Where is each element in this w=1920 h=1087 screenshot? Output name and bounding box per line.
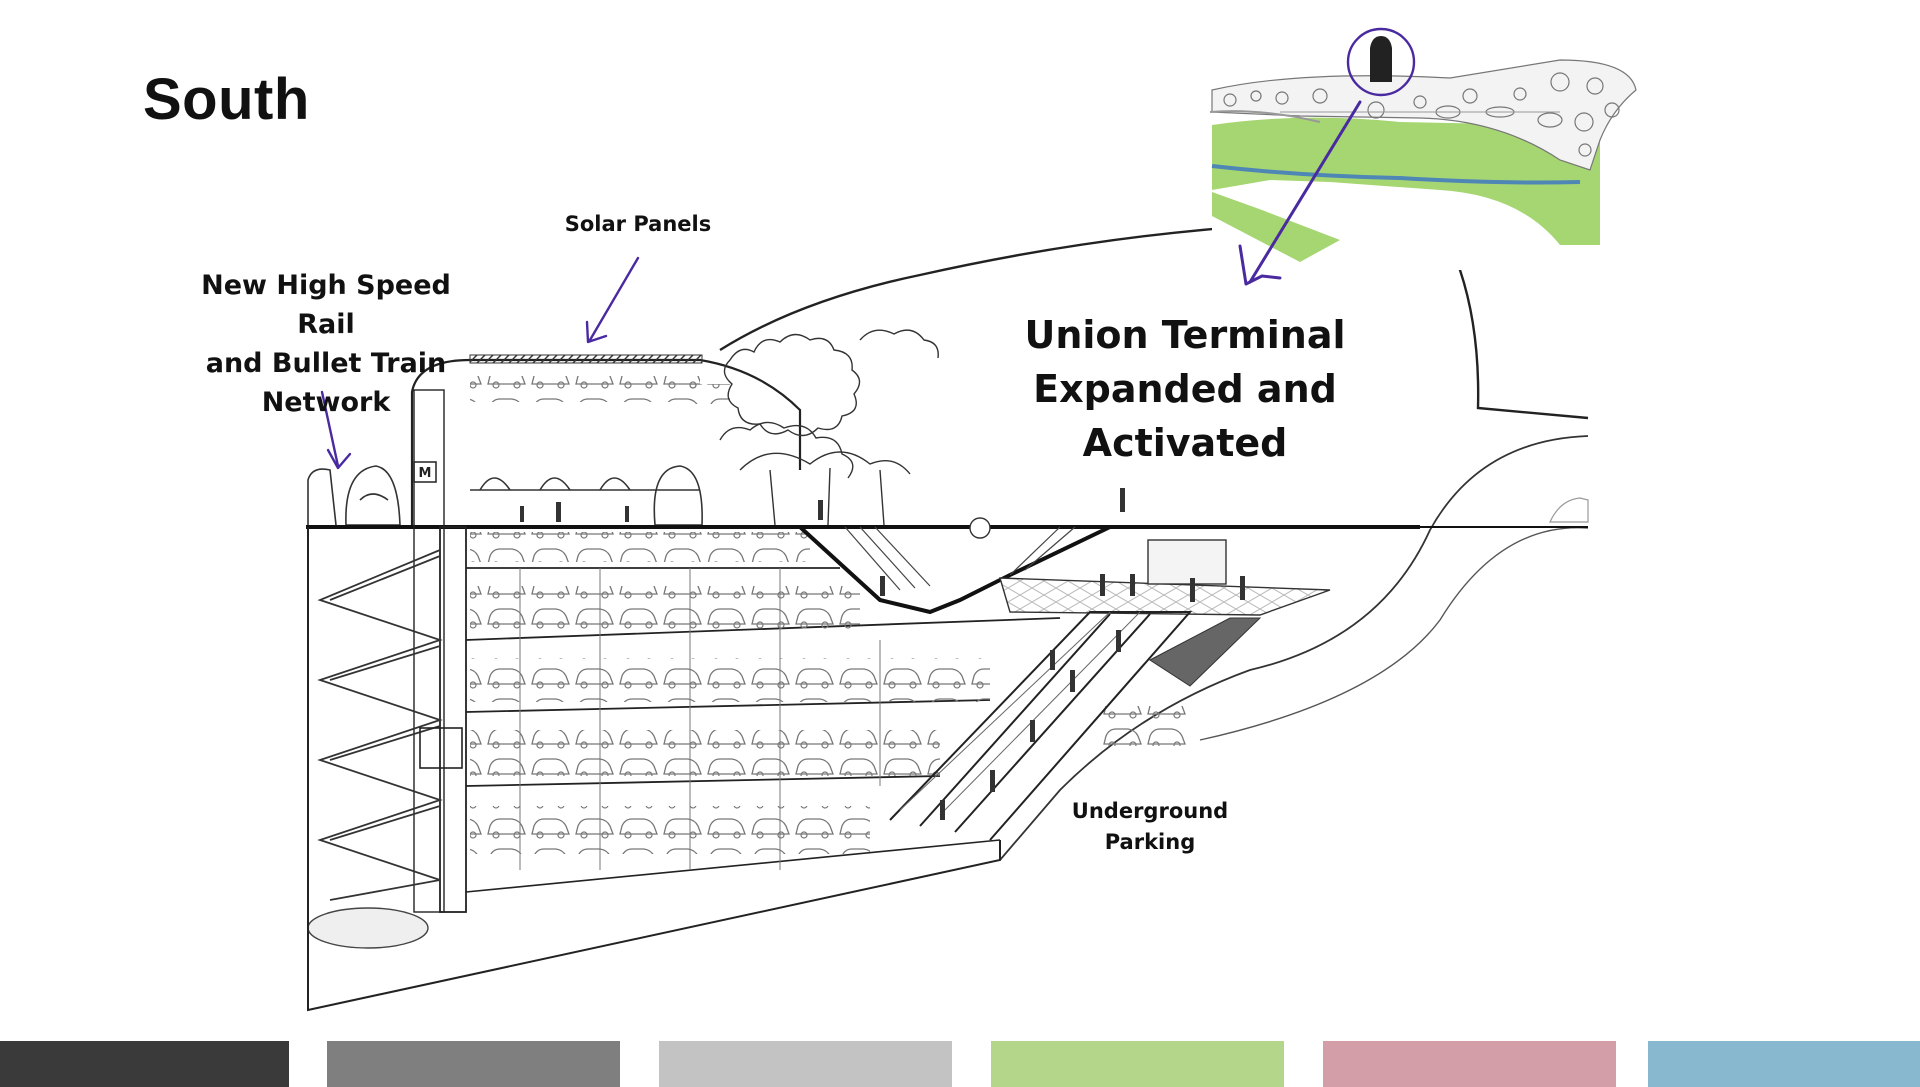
tree-canopy <box>719 329 939 526</box>
swatch-pink <box>1323 1041 1616 1087</box>
swatch-green <box>991 1041 1284 1087</box>
key-map <box>1209 27 1637 270</box>
solar-panels <box>469 354 703 364</box>
underground-parking-label: Underground Parking <box>1055 796 1245 858</box>
solar-arrow <box>588 256 640 342</box>
swatch-light-gray <box>659 1041 952 1087</box>
svg-text:M: M <box>419 466 432 481</box>
annotation-arrows <box>320 100 1362 470</box>
rail-arrow <box>320 390 340 468</box>
bullet-trains <box>307 465 703 526</box>
slide-title: South <box>143 67 310 132</box>
terminal-label-line-1: Union Terminal <box>1024 313 1346 357</box>
key-map-marker <box>1346 27 1416 97</box>
swatch-gray <box>327 1041 620 1087</box>
solar-panels-label: Solar Panels <box>564 212 712 236</box>
plaza-stairs <box>798 525 1111 615</box>
swatch-blue <box>1648 1041 1920 1087</box>
rail-label-line-3: Network <box>261 387 391 418</box>
rail-network-label: New High Speed Rail and Bullet Train Net… <box>168 266 484 422</box>
parking-label-line-2: Parking <box>1104 830 1196 854</box>
terminal-arrow <box>1248 100 1362 284</box>
zigzag-stairs <box>317 549 443 901</box>
rail-label-line-2: and Bullet Train <box>205 348 447 379</box>
color-swatch-bar <box>0 1041 1920 1087</box>
parking-label-line-1: Underground <box>1071 799 1229 823</box>
plaza <box>999 577 1331 616</box>
parking-levels <box>465 567 1061 787</box>
rail-label-line-1: New High Speed Rail <box>201 270 451 340</box>
union-terminal-label: Union Terminal Expanded and Activated <box>930 308 1440 470</box>
parking-structure <box>307 527 1001 1012</box>
swatch-dark-gray <box>0 1041 289 1087</box>
terminal-label-line-2: Expanded and Activated <box>1033 367 1337 465</box>
people <box>520 488 1245 820</box>
